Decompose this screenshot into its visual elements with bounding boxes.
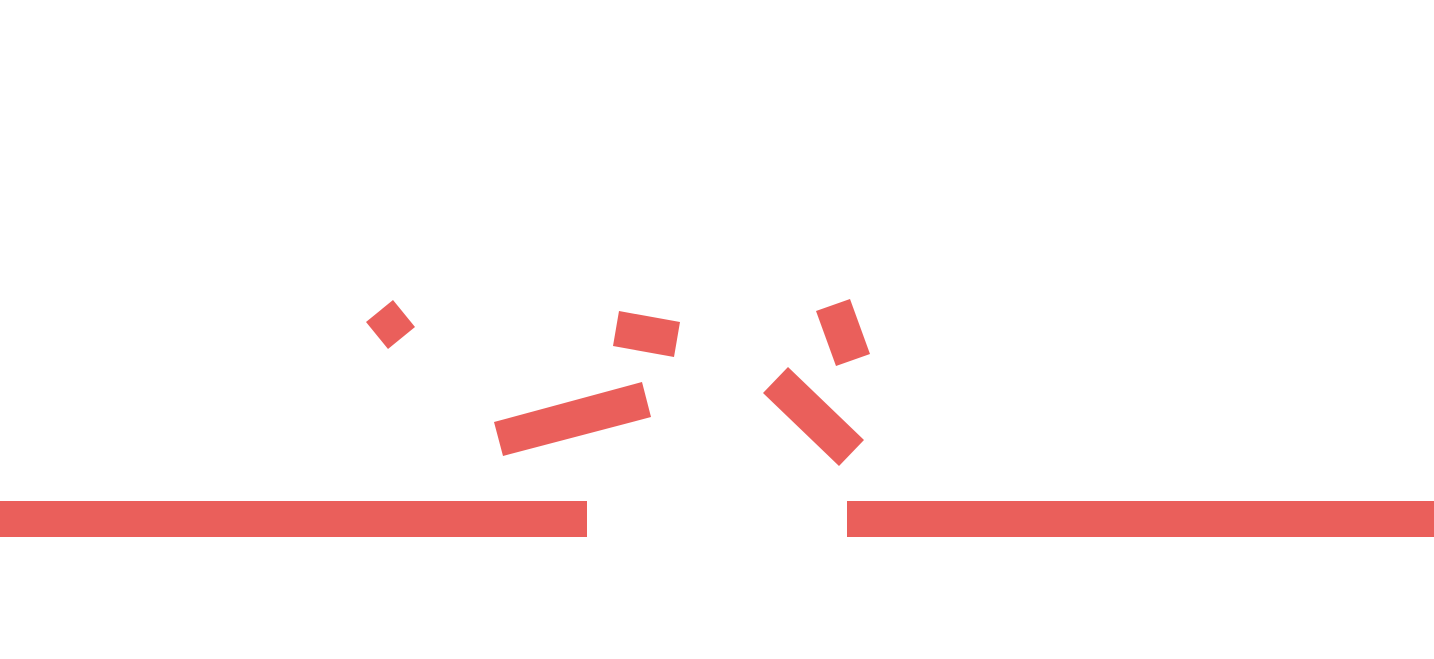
left-line-segment (0, 501, 587, 537)
fragment-small-square (366, 300, 415, 349)
line-pieces (0, 299, 1434, 537)
fragment-upright-bar (816, 299, 870, 366)
right-line-segment (847, 501, 1434, 537)
fragment-diagonal-bar (763, 367, 864, 466)
fragment-short-bar (613, 311, 680, 357)
fragment-long-tilted (494, 382, 651, 456)
